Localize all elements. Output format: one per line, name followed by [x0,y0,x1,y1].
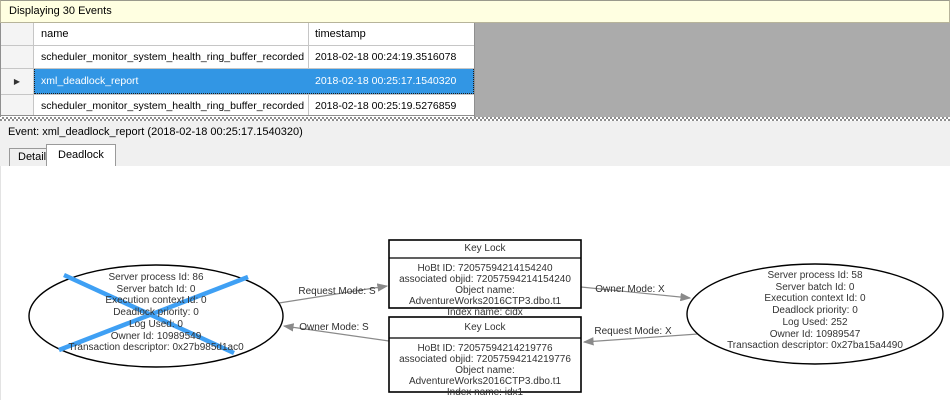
process-node[interactable] [686,263,944,365]
table-row-selected[interactable]: ▶ xml_deadlock_report 2018-02-18 00:25:1… [1,69,474,95]
column-header-timestamp[interactable]: timestamp [315,28,366,40]
edge-owner-s [282,323,390,342]
event-name-cell[interactable]: scheduler_monitor_system_health_ring_buf… [34,46,309,68]
events-grid: name timestamp scheduler_monitor_system_… [0,23,475,117]
event-detail-label: Event: xml_deadlock_report (2018-02-18 0… [8,126,303,138]
deadlock-graph-svg [28,239,944,393]
table-row[interactable]: scheduler_monitor_system_health_ring_buf… [1,95,474,116]
edge-request-s [278,283,389,304]
row-selector-cell-current[interactable]: ▶ [1,69,34,94]
victim-cross-line-2 [58,274,249,353]
event-timestamp-cell[interactable]: 2018-02-18 00:24:19.3516078 [315,51,457,63]
event-timestamp-cell[interactable]: 2018-02-18 00:25:17.1540320 [309,69,474,94]
row-selector-cell[interactable] [1,46,34,68]
events-count-bar: Displaying 30 Events [0,0,950,23]
event-name-cell[interactable]: xml_deadlock_report [34,69,309,94]
grid-header-row: name timestamp [1,23,474,46]
table-row[interactable]: scheduler_monitor_system_health_ring_buf… [1,46,474,69]
deadlock-graph-canvas: Server process Id: 86 Server batch Id: 0… [0,166,950,400]
resource-node-key-lock-cidx[interactable] [388,239,582,309]
current-row-arrow-icon: ▶ [13,77,21,86]
edge-request-x [582,333,699,346]
edge-owner-x [580,286,692,302]
tab-deadlock[interactable]: Deadlock [46,144,116,166]
resource-node-key-lock-idx1[interactable] [388,316,582,393]
grid-detail-splitter[interactable] [0,117,950,121]
event-detail-header: Event: xml_deadlock_report (2018-02-18 0… [0,121,950,143]
row-selector-header-cell[interactable] [1,23,34,45]
events-count-label: Displaying 30 Events [9,5,112,17]
events-grid-zone: name timestamp scheduler_monitor_system_… [0,23,950,117]
column-header-name[interactable]: name [34,23,309,45]
row-selector-cell[interactable] [1,95,34,115]
detail-tab-strip: Details Deadlock [0,143,950,166]
event-name-cell[interactable]: scheduler_monitor_system_health_ring_buf… [34,95,309,115]
event-timestamp-cell[interactable]: 2018-02-18 00:25:19.5276859 [315,100,457,112]
